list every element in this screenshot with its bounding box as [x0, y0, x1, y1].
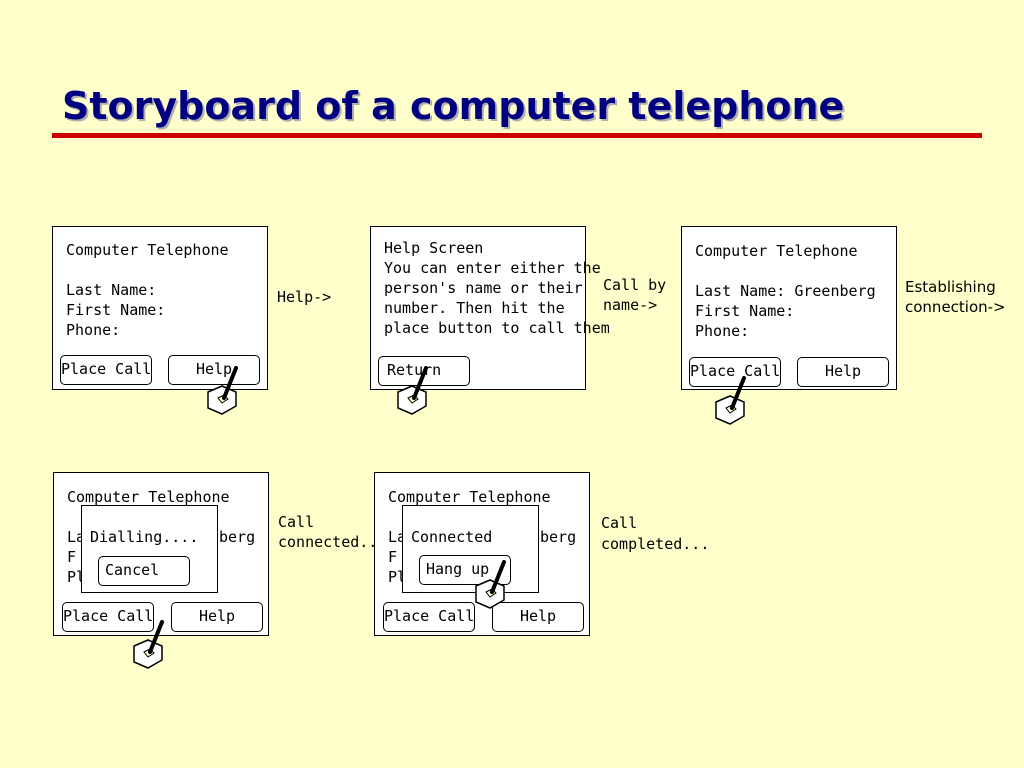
- title-underline: [52, 133, 982, 138]
- screen-1-last-name-label: Last Name:: [66, 281, 157, 299]
- screen-4-phone-start: Pl: [67, 568, 86, 586]
- screen-4-first-name-start: F: [67, 548, 77, 566]
- screen-1-phone-label: Phone:: [66, 321, 121, 339]
- dialling-dialog-text: Dialling....: [90, 528, 199, 546]
- arrow-label-call-connected-line-1: Call: [278, 513, 315, 531]
- screen-2-help-text-line: person's name or their: [384, 279, 583, 297]
- screen-2-help-text-line: You can enter either the: [384, 259, 601, 277]
- slide-title: Storyboard of a computer telephone: [62, 84, 845, 128]
- screen-4-dialling: Computer Telephone La berg F Pl Place Ca…: [53, 472, 269, 636]
- screen-3-place-call-button[interactable]: Place Call: [689, 357, 781, 387]
- screen-3-help-button[interactable]: Help: [797, 357, 889, 387]
- arrow-label-call-by-name-line-1: Call by: [603, 276, 667, 294]
- arrow-label-help: Help->: [277, 288, 332, 306]
- arrow-label-call-by-name-line-2: name->: [603, 296, 658, 314]
- arrow-label-call-completed-line-2: completed...: [601, 535, 710, 553]
- arrow-label-establishing-line-1: Establishing: [905, 278, 996, 296]
- hand-stylus-icon: [397, 366, 428, 415]
- screen-4-heading: Computer Telephone: [67, 488, 230, 506]
- screen-4-help-button[interactable]: Help: [171, 602, 263, 632]
- screen-2-help-text-line: number. Then hit the: [384, 299, 565, 317]
- screen-4-last-name-start: La: [67, 528, 86, 546]
- hand-stylus-icon: [715, 376, 746, 425]
- screen-3-last-name-label: Last Name: Greenberg: [695, 282, 876, 300]
- screen-5-help-button[interactable]: Help: [492, 602, 584, 632]
- dialling-dialog: Dialling.... Cancel: [81, 505, 218, 593]
- screen-5-last-name-start: La: [388, 528, 407, 546]
- screen-2-help: Help Screen You can enter either the per…: [370, 226, 610, 390]
- arrow-label-call-connected-line-2: connected...: [278, 533, 387, 551]
- screen-1-heading: Computer Telephone: [66, 241, 229, 259]
- screen-4-place-call-button[interactable]: Place Call: [62, 602, 154, 632]
- screen-1-place-call-button[interactable]: Place Call: [60, 355, 152, 385]
- hand-stylus-icon: [207, 366, 238, 415]
- screen-5-last-name-end: berg: [540, 528, 577, 546]
- arrow-label-establishing-line-2: connection->: [905, 298, 1006, 316]
- hand-stylus-icon: [475, 560, 506, 609]
- screen-3-first-name-label: First Name:: [695, 302, 795, 320]
- screen-5-phone-start: Pl: [388, 568, 407, 586]
- screen-2-help-text-line: place button to call them: [384, 319, 610, 337]
- screen-3-phone-label: Phone:: [695, 322, 750, 340]
- connected-dialog: Connected Hang up: [402, 505, 539, 593]
- screen-2-heading: Help Screen: [384, 239, 484, 257]
- screen-1-help-button[interactable]: Help: [168, 355, 260, 385]
- screen-5-first-name-start: F: [388, 548, 398, 566]
- screen-5-place-call-button[interactable]: Place Call: [383, 602, 475, 632]
- screen-1-first-name-label: First Name:: [66, 301, 166, 319]
- screen-5-connected: Computer Telephone La berg F Pl Place Ca…: [374, 472, 590, 636]
- screen-3-name-entered: Computer Telephone Last Name: Greenberg …: [681, 226, 897, 390]
- screen-3-heading: Computer Telephone: [695, 242, 858, 260]
- cancel-button[interactable]: Cancel: [98, 556, 190, 586]
- hand-stylus-icon: [133, 620, 164, 669]
- screen-1-main: Computer Telephone Last Name: First Name…: [52, 226, 268, 390]
- connected-dialog-text: Connected: [411, 528, 493, 546]
- screen-2-return-button[interactable]: Return: [378, 356, 470, 386]
- arrow-label-call-completed-line-1: Call: [601, 514, 638, 532]
- screen-4-last-name-end: berg: [219, 528, 256, 546]
- screen-5-heading: Computer Telephone: [388, 488, 551, 506]
